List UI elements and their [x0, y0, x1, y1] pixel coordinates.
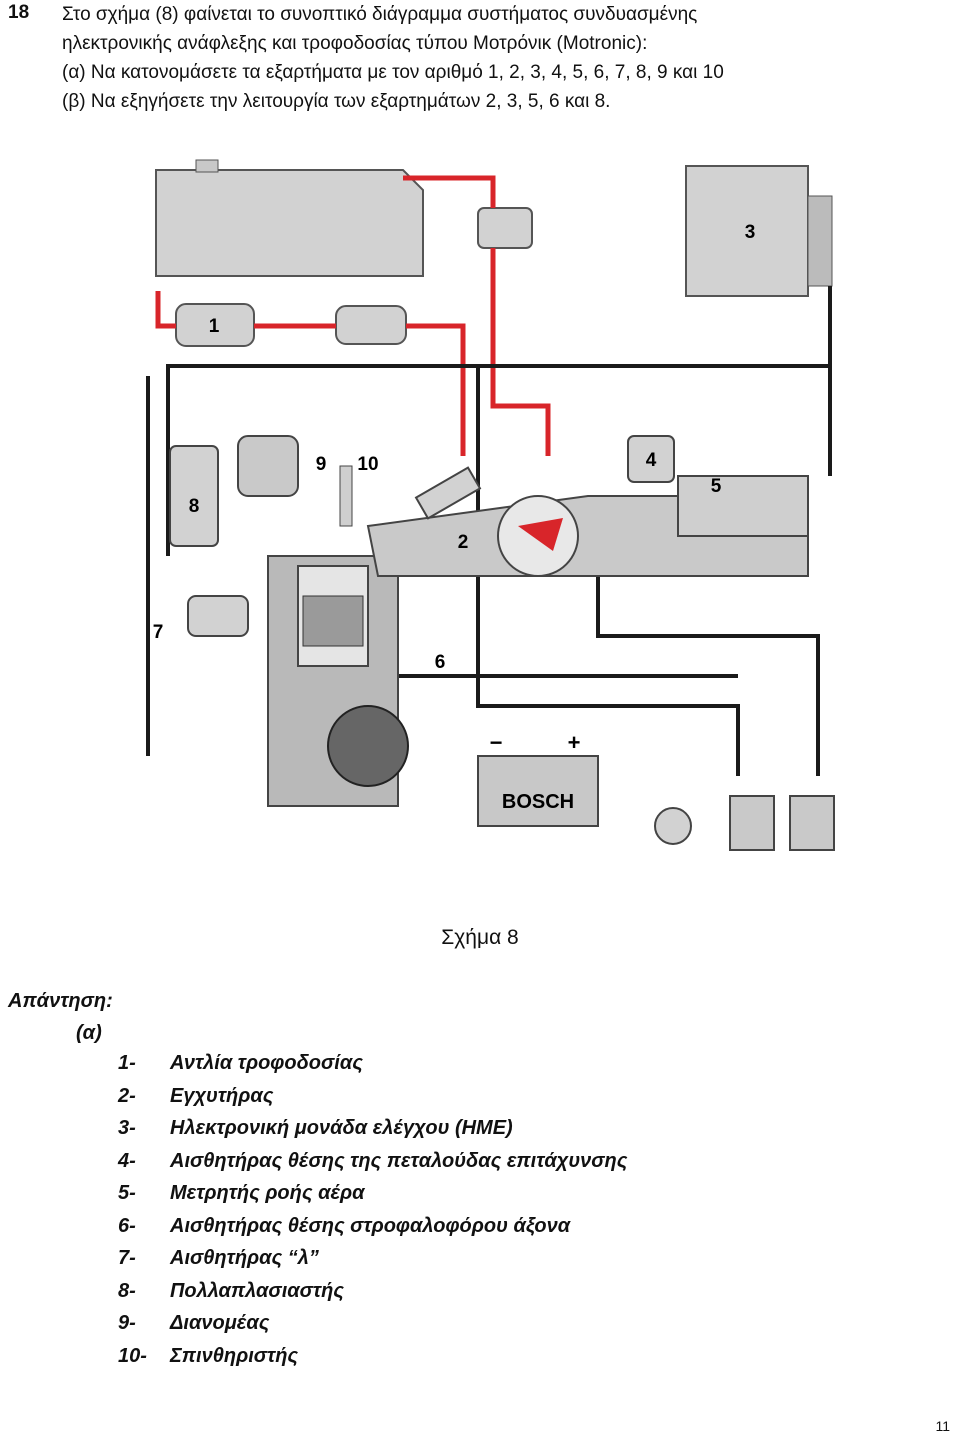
item-text: Αισθητήρας θέσης της πεταλούδας επιτάχυν…: [170, 1149, 628, 1172]
label-3: 3: [745, 222, 756, 243]
question-number: 18: [8, 2, 30, 23]
item-number: 2-: [118, 1084, 136, 1107]
item-text: Εγχυτήρας: [170, 1084, 274, 1107]
label-9: 9: [316, 454, 327, 475]
label-7: 7: [153, 622, 164, 643]
throttle-arrow: [518, 518, 563, 551]
ecu-connector: [807, 195, 833, 287]
label-10: 10: [357, 454, 378, 475]
answer-title: Απάντηση:: [8, 990, 113, 1012]
fuel-tank: [155, 169, 424, 277]
ecu: [685, 165, 809, 297]
item-text: Ηλεκτρονική μονάδα ελέγχου (ΗΜΕ): [170, 1117, 513, 1139]
list-item: 7- Αισθητήρας “λ”: [118, 1247, 627, 1280]
item-number: 4-: [118, 1149, 136, 1172]
item-number: 9-: [118, 1312, 136, 1334]
battery-brand: BOSCH: [502, 791, 574, 813]
question-line: (α) Να κατονομάσετε τα εξαρτήματα με τον…: [62, 62, 724, 83]
item-text: Διανομέας: [170, 1312, 270, 1334]
page-number: 11: [935, 1418, 950, 1434]
piston: [302, 595, 364, 647]
item-number: 1-: [118, 1052, 136, 1074]
item-text: Αισθητήρας θέσης στροφαλοφόρου άξονα: [170, 1214, 571, 1237]
ignition-switch: [654, 807, 692, 845]
label-2: 2: [458, 532, 469, 553]
relay: [729, 795, 775, 851]
relay: [789, 795, 835, 851]
injector: [414, 466, 482, 520]
distributor: [237, 435, 299, 497]
item-number: 3-: [118, 1117, 136, 1139]
motronic-system-diagram: 1 3 6 2 4 5 8 9 10: [146, 159, 835, 851]
lambda-sensor: [187, 595, 249, 637]
label-6: 6: [435, 652, 446, 673]
spark-plug: [339, 465, 353, 527]
item-text: Αισθητήρας “λ”: [170, 1247, 319, 1269]
tank-cap: [195, 159, 219, 173]
item-text: Σπινθηριστής: [170, 1344, 299, 1367]
pressure-regulator: [477, 207, 533, 249]
question-text: Στο σχήμα (8) φαίνεται το συνοπτικό διάγ…: [62, 0, 942, 116]
list-item: 6- Αισθητήρας θέσης στροφαλοφόρου άξονα: [118, 1215, 627, 1248]
fuel-filter: [335, 305, 407, 345]
item-text: Αντλία τροφοδοσίας: [170, 1052, 363, 1074]
battery-minus: −: [490, 730, 503, 755]
label-8: 8: [189, 496, 200, 517]
label-1: 1: [209, 316, 220, 337]
list-item: 3- Ηλεκτρονική μονάδα ελέγχου (ΗΜΕ): [118, 1117, 627, 1150]
list-item: 8- Πολλαπλασιαστής: [118, 1280, 627, 1313]
item-number: 7-: [118, 1247, 136, 1269]
figure-caption: Σχήμα 8: [441, 926, 519, 949]
air-flow-meter: [677, 475, 809, 537]
label-4: 4: [646, 450, 657, 471]
battery: [477, 755, 599, 827]
item-text: Μετρητής ροής αέρα: [170, 1182, 365, 1204]
label-5: 5: [711, 476, 722, 497]
item-number: 10-: [118, 1344, 147, 1367]
list-item: 9- Διανομέας: [118, 1312, 627, 1345]
item-text: Πολλαπλασιαστής: [170, 1279, 344, 1302]
answer-part-label: (α): [76, 1022, 102, 1044]
item-number: 8-: [118, 1279, 136, 1302]
answer-list: 1- Αντλία τροφοδοσίας 2- Εγχυτήρας 3- Ηλεκτ…: [118, 1052, 627, 1377]
list-item: 10- Σπινθηριστής: [118, 1345, 627, 1378]
battery-plus: +: [568, 730, 581, 755]
question-line: Στο σχήμα (8) φαίνεται το συνοπτικό διάγ…: [62, 4, 698, 25]
flywheel: [327, 705, 409, 787]
throttle-sensor: [627, 435, 675, 483]
item-number: 6-: [118, 1214, 136, 1237]
question-line: ηλεκτρονικής ανάφλεξης και τροφοδοσίας τ…: [62, 33, 648, 54]
ignition-coil: [169, 445, 219, 547]
list-item: 1- Αντλία τροφοδοσίας: [118, 1052, 627, 1085]
list-item: 4- Αισθητήρας θέσης της πεταλούδας επιτάχ…: [118, 1150, 627, 1183]
list-item: 2- Εγχυτήρας: [118, 1085, 627, 1118]
list-item: 5- Μετρητής ροής αέρα: [118, 1182, 627, 1215]
question-line: (β) Να εξηγήσετε την λειτουργία των εξαρ…: [62, 91, 611, 112]
fuel-lines: [155, 175, 551, 456]
item-number: 5-: [118, 1182, 136, 1204]
